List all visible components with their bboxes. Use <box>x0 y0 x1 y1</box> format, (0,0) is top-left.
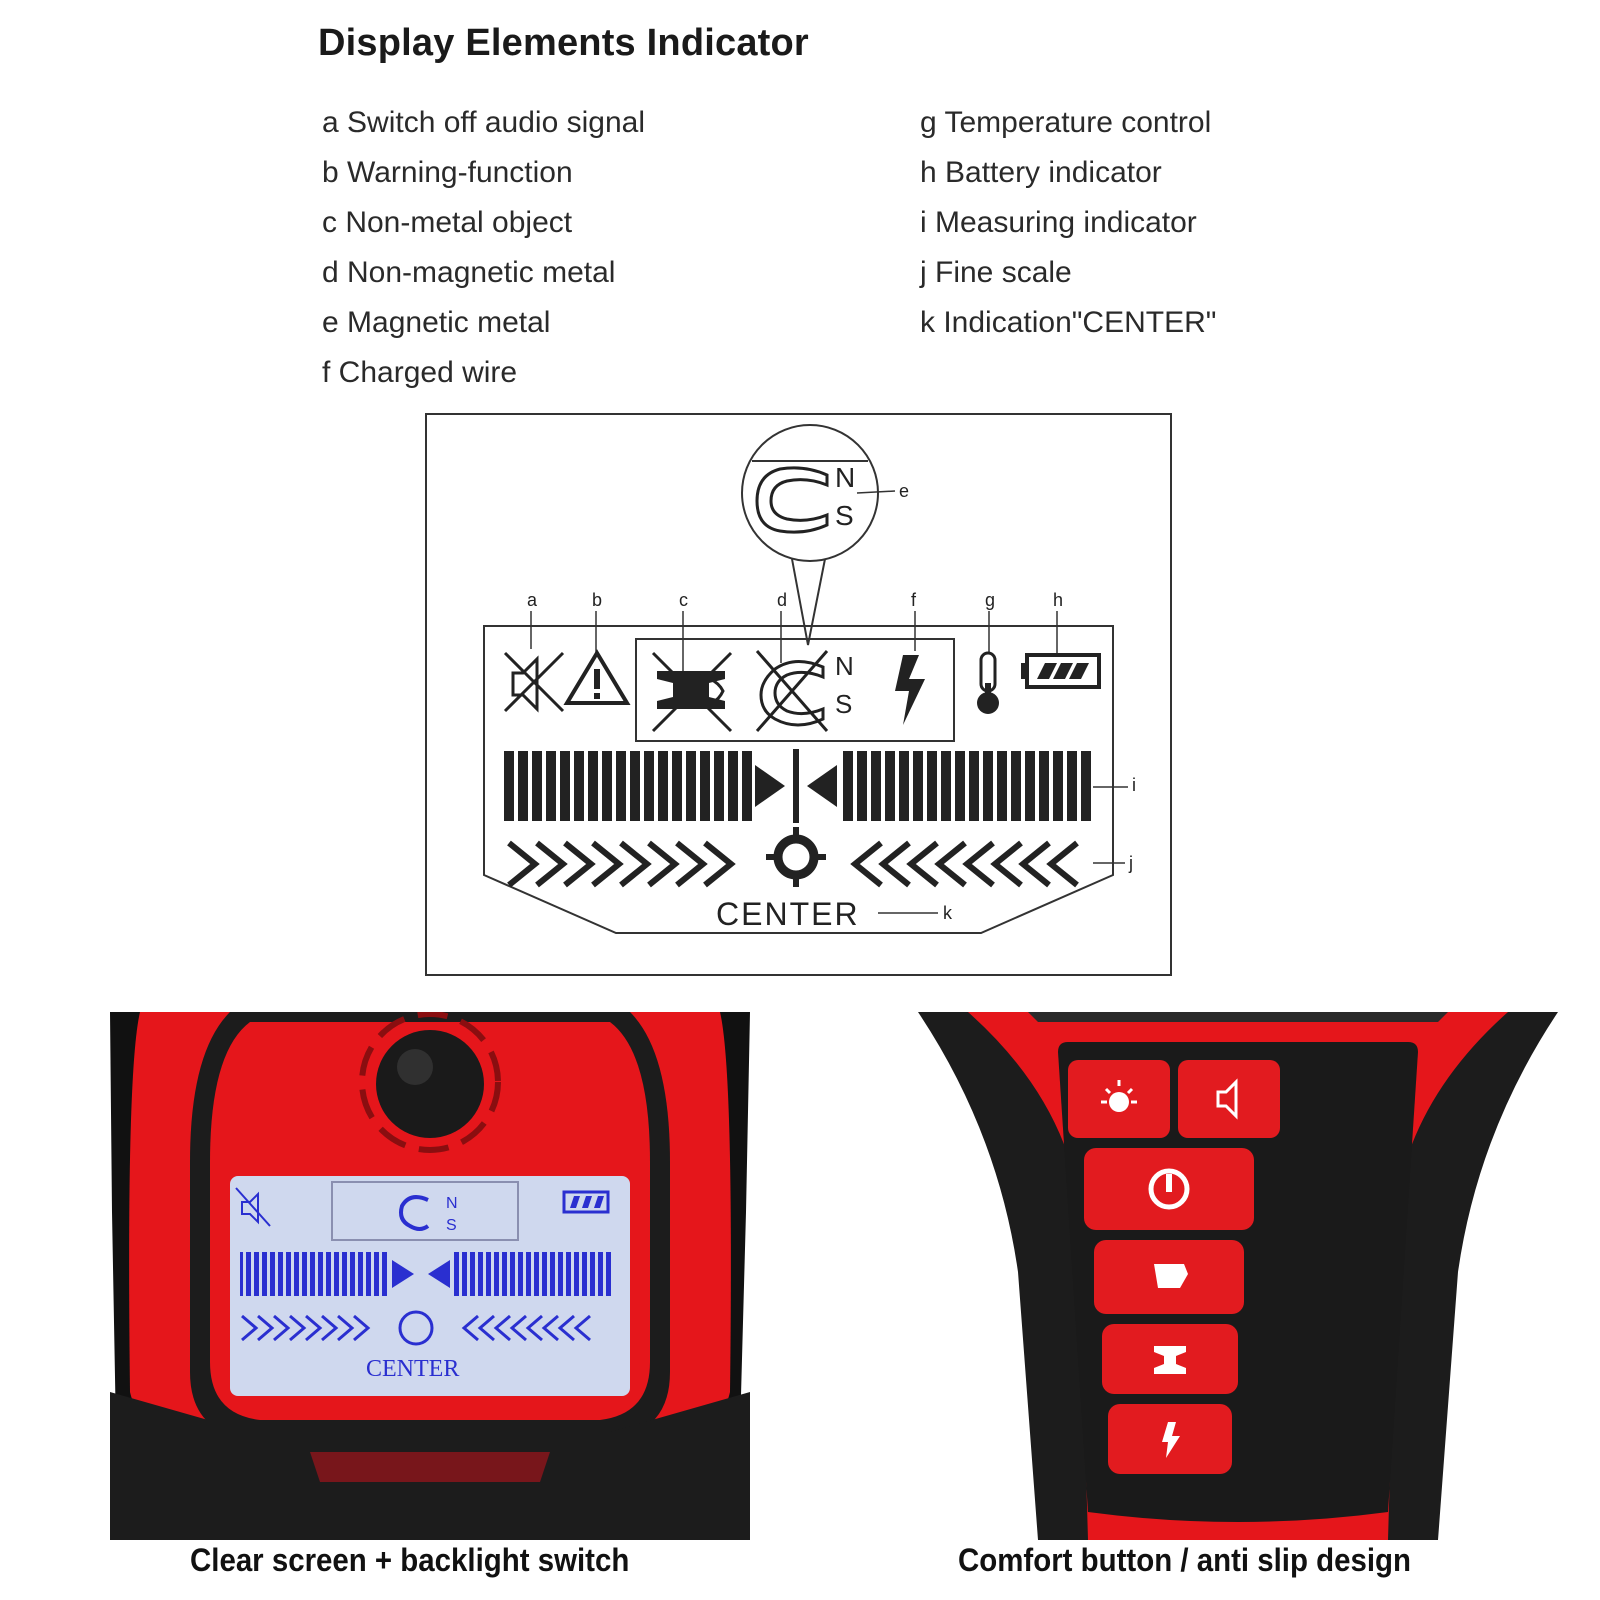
magnet-south-label: S <box>835 500 854 531</box>
page-title: Display Elements Indicator <box>318 22 809 64</box>
letter-j: j <box>1128 853 1133 873</box>
d-south-label: S <box>835 689 852 719</box>
metal-mode-button[interactable] <box>1102 1324 1238 1394</box>
lcd-measuring-bars <box>240 1252 614 1296</box>
warning-icon <box>563 649 631 705</box>
letter-b: b <box>592 590 602 610</box>
legend-item-i: i Measuring indicator <box>920 206 1197 239</box>
lcd-fine-scale <box>241 1310 591 1346</box>
display-diagram: N S e a b c d f g h i j k <box>425 413 1172 976</box>
legend-item-e: e Magnetic metal <box>322 306 551 339</box>
letter-d: d <box>777 590 787 610</box>
legend-item-g: g Temperature control <box>920 106 1212 139</box>
legend-item-c: c Non-metal object <box>322 206 573 239</box>
legend-item-a: a Switch off audio signal <box>322 106 645 139</box>
light-button[interactable] <box>1068 1060 1170 1138</box>
letter-k: k <box>943 903 953 923</box>
lcd-north-label: N <box>446 1195 458 1212</box>
legend-item-j: j Fine scale <box>920 256 1072 289</box>
speaker-muted-icon <box>503 651 565 713</box>
magnet-icon-large <box>755 466 829 534</box>
caption-right: Comfort button / anti slip design <box>958 1542 1412 1578</box>
device-keypad-photo <box>918 1012 1558 1540</box>
letter-a: a <box>527 590 538 610</box>
ac-wire-mode-button[interactable] <box>1108 1404 1232 1474</box>
lcd-center-label: CENTER <box>366 1356 459 1382</box>
device-screen-photo: N S CENTER <box>110 1012 750 1540</box>
non-metal-icon <box>651 651 733 733</box>
letter-h: h <box>1053 590 1063 610</box>
fine-scale <box>507 840 1079 888</box>
non-magnetic-metal-icon: N S <box>755 650 854 732</box>
wood-mode-button[interactable] <box>1094 1240 1244 1314</box>
lightning-icon <box>895 655 925 725</box>
thermometer-icon <box>977 651 999 714</box>
center-target-icon <box>766 827 826 887</box>
legend-left: a Switch off audio signal b Warning-func… <box>322 98 645 398</box>
letter-g: g <box>985 590 995 610</box>
magnifier-callout: N S e <box>741 424 909 646</box>
legend-item-h: h Battery indicator <box>920 156 1162 189</box>
lcd-outline <box>483 625 1114 934</box>
sound-button[interactable] <box>1178 1060 1280 1138</box>
legend-item-d: d Non-magnetic metal <box>322 256 616 289</box>
legend-item-f: f Charged wire <box>322 356 518 389</box>
legend-right: g Temperature control h Battery indicato… <box>920 98 1216 348</box>
letter-e: e <box>899 481 909 501</box>
lcd-screen <box>230 1176 630 1396</box>
measuring-indicator <box>504 749 1091 823</box>
legend-item-b: b Warning-function <box>322 156 573 189</box>
material-icon-box <box>635 638 955 742</box>
d-north-label: N <box>835 651 854 681</box>
magnet-north-label: N <box>835 462 855 493</box>
letter-f: f <box>911 590 917 610</box>
caption-left: Clear screen + backlight switch <box>190 1542 630 1578</box>
center-label: CENTER <box>716 896 860 932</box>
power-button[interactable] <box>1084 1148 1254 1230</box>
letter-c: c <box>679 590 688 610</box>
letter-i: i <box>1132 775 1136 795</box>
lcd-south-label: S <box>446 1217 457 1234</box>
legend-item-k: k Indication"CENTER" <box>920 306 1217 339</box>
battery-icon <box>1021 653 1101 689</box>
